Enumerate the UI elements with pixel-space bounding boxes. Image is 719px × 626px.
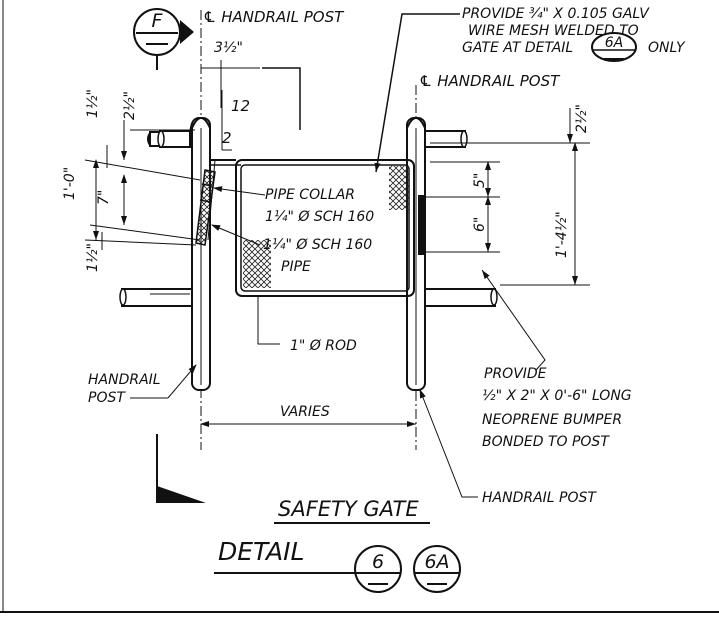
svg-text:1'-0": 1'-0" xyxy=(62,167,78,200)
right-dimensions: 2½" 5" 6" 1'-4½" xyxy=(426,104,590,286)
cl-handrail-post-top-label: ℄ HANDRAIL POST xyxy=(203,8,345,26)
pipe-labels: PIPE COLLAR 1¼" Ø SCH 160 1¼" Ø SCH 160 … xyxy=(211,186,374,275)
right-handrail-post xyxy=(406,117,498,391)
dim-varies: VARIES xyxy=(200,404,416,427)
svg-text:PIPE: PIPE xyxy=(281,259,311,275)
svg-text:2½": 2½" xyxy=(574,104,590,133)
frame-line xyxy=(262,67,301,130)
svg-text:1¼" Ø SCH 160: 1¼" Ø SCH 160 xyxy=(265,209,374,225)
svg-text:1'-4½": 1'-4½" xyxy=(554,211,570,258)
section-callout-f: F xyxy=(133,8,194,70)
svg-text:PROVIDE: PROVIDE xyxy=(484,366,547,382)
bumper-note: PROVIDE ½" X 2" X 0'-6" LONG NEOPRENE BU… xyxy=(481,269,632,450)
mesh-note: PROVIDE ¾" X 0.105 GALV WIRE MESH WELDED… xyxy=(374,6,686,173)
svg-text:BONDED TO POST: BONDED TO POST xyxy=(482,434,610,450)
gate-frame xyxy=(210,159,415,297)
handrail-post-bottom-label: HANDRAIL POST xyxy=(419,389,597,506)
mesh-note-line2: WIRE MESH WELDED TO xyxy=(468,23,639,39)
pipe-collar-assembly xyxy=(195,159,216,246)
detail-ref-6: 6 xyxy=(372,551,384,573)
mesh-note-only: ONLY xyxy=(648,40,686,56)
section-arrow-icon xyxy=(156,434,206,503)
dim-offset-3-5: 3½" xyxy=(201,40,260,108)
svg-text:VARIES: VARIES xyxy=(280,404,330,420)
mesh-note-line1: PROVIDE ¾" X 0.105 GALV xyxy=(462,6,650,22)
svg-text:12: 12 xyxy=(231,97,250,115)
wire-mesh-bottom xyxy=(243,240,271,288)
rod-label: 1" Ø ROD xyxy=(257,296,357,354)
svg-text:6": 6" xyxy=(472,217,488,232)
svg-text:1½": 1½" xyxy=(85,89,101,118)
svg-text:PIPE COLLAR: PIPE COLLAR xyxy=(265,187,355,203)
svg-text:POST: POST xyxy=(88,390,126,406)
neoprene-bumper xyxy=(418,195,425,255)
svg-text:3½": 3½" xyxy=(214,40,243,56)
svg-text:2½": 2½" xyxy=(122,91,138,120)
svg-text:1½": 1½" xyxy=(85,243,101,272)
handrail-post-left-label: HANDRAIL POST xyxy=(88,364,197,406)
wire-mesh-top xyxy=(389,166,409,210)
svg-text:1¼" Ø SCH 160: 1¼" Ø SCH 160 xyxy=(263,237,372,253)
svg-text:2: 2 xyxy=(222,129,232,147)
cl-handrail-post-right-label: ℄ HANDRAIL POST xyxy=(419,72,561,90)
svg-text:5": 5" xyxy=(472,173,488,188)
svg-text:NEOPRENE BUMPER: NEOPRENE BUMPER xyxy=(482,412,622,428)
mesh-detail-ref: 6A xyxy=(605,35,623,51)
svg-text:HANDRAIL: HANDRAIL xyxy=(88,372,161,388)
mesh-note-line3: GATE AT DETAIL xyxy=(462,40,573,56)
detail-word: DETAIL xyxy=(218,537,304,566)
svg-text:½" X 2" X 0'-6" LONG: ½" X 2" X 0'-6" LONG xyxy=(482,388,632,404)
detail-ref-6a: 6A xyxy=(424,551,449,573)
svg-text:7": 7" xyxy=(96,190,112,205)
svg-text:HANDRAIL POST: HANDRAIL POST xyxy=(482,490,597,506)
left-dimensions: 1½" 2½" 7" 1'-0" 1½" xyxy=(62,89,201,272)
svg-text:1" Ø ROD: 1" Ø ROD xyxy=(290,338,357,354)
callout-letter: F xyxy=(152,10,164,32)
left-handrail-post xyxy=(119,117,211,391)
slope-indicator: 12 2 xyxy=(221,90,250,151)
title-block: SAFETY GATE DETAIL 6 6A xyxy=(214,497,461,593)
detail-title: SAFETY GATE xyxy=(278,497,419,521)
